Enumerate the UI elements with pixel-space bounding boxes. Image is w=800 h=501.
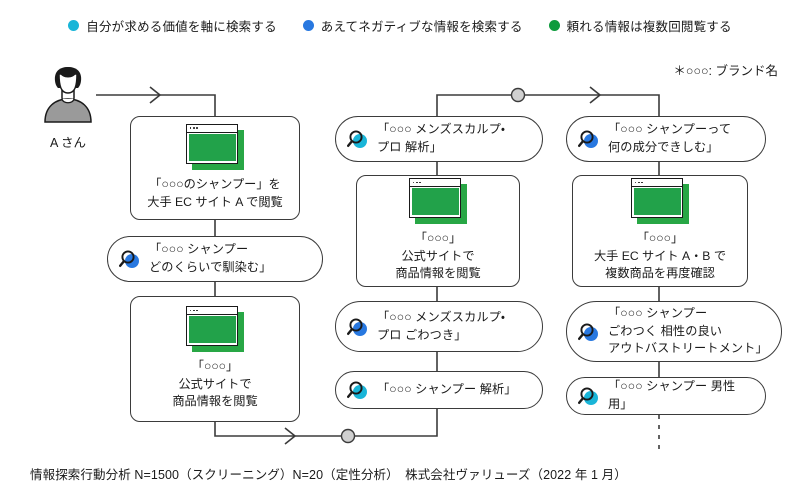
- node-circle-top: [510, 87, 526, 103]
- node-label: 「○○○のシャンプー」を 大手 EC サイト A で閲覧: [147, 176, 283, 209]
- legend-label-2: 頼れる情報は複数回閲覧する: [566, 20, 732, 34]
- legend-item-2: 頼れる情報は複数回閲覧する: [548, 16, 732, 35]
- node-search-what-ingredient-kishimu[interactable]: 「○○○ シャンプーって 何の成分できしむ」: [566, 116, 766, 162]
- node-label: 「○○○ シャンプー 男性用」: [608, 379, 736, 411]
- brand-note: ＊○○○: ブランド名: [673, 64, 778, 78]
- connector-avatar-to-col1: [96, 94, 216, 116]
- node-label: 「○○○ メンズスカルプ・ プロ 解析」: [377, 122, 506, 154]
- legend: 自分が求める価値を軸に検索する あえてネガティブな情報を検索する 頼れる情報は複…: [0, 16, 800, 35]
- magnifier-icon: [347, 129, 369, 149]
- avatar-person-icon: [44, 67, 92, 123]
- node-label: 「○○○ シャンプーって 何の成分できしむ」: [608, 122, 732, 154]
- node-browse-ec-site-a[interactable]: 「○○○のシャンプー」を 大手 EC サイト A で閲覧: [130, 116, 300, 220]
- magnifier-icon: [347, 317, 369, 337]
- browser-window-icon: [186, 123, 244, 170]
- magnifier-icon: [119, 249, 141, 269]
- node-label: 「○○○ シャンプー ごわつく 相性の良い アウトバストリートメント」: [608, 305, 768, 356]
- node-label: 「○○○」 公式サイトで 商品情報を閲覧: [172, 358, 258, 409]
- node-browse-official-site-2[interactable]: 「○○○」 公式サイトで 商品情報を閲覧: [356, 175, 520, 287]
- connector-col2-to-col3: [436, 94, 660, 116]
- node-browse-official-site-1[interactable]: 「○○○」 公式サイトで 商品情報を閲覧: [130, 296, 300, 422]
- legend-label-1: あえてネガティブな情報を検索する: [320, 20, 523, 34]
- arrow-col2-to-col3: [589, 86, 602, 104]
- node-search-shampoo-kaiseki[interactable]: 「○○○ シャンプー 解析」: [335, 371, 543, 409]
- node-label: 「○○○ メンズスカルプ・ プロ ごわつき」: [377, 309, 506, 342]
- magnifier-icon: [578, 322, 600, 342]
- legend-item-0: 自分が求める価値を軸に検索する: [68, 16, 277, 35]
- node-search-outbath-treatment[interactable]: 「○○○ シャンプー ごわつく 相性の良い アウトバストリートメント」: [566, 301, 782, 362]
- legend-label-0: 自分が求める価値を軸に検索する: [86, 20, 277, 34]
- legend-dot-green: [548, 20, 560, 31]
- legend-dot-blue: [302, 20, 314, 31]
- persona-name: A さん: [49, 136, 87, 150]
- node-search-mens-scalp-pro-kaiseki[interactable]: 「○○○ メンズスカルプ・ プロ 解析」: [335, 116, 543, 162]
- node-search-shampoo-for-men[interactable]: 「○○○ シャンプー 男性用」: [566, 377, 766, 415]
- node-label: 「○○○ シャンプー どのくらいで馴染む」: [149, 242, 272, 274]
- arrow-col1-to-col2: [284, 427, 297, 445]
- node-label: 「○○○」 大手 EC サイト A・B で 複数商品を再度確認: [593, 230, 727, 281]
- magnifier-icon: [347, 380, 369, 400]
- arrow-avatar-to-col1: [149, 86, 162, 104]
- footer-source-note: 情報探索行動分析 N=1500（スクリーニング）N=20（定性分析） 株式会社ヴ…: [30, 468, 627, 482]
- node-search-mens-scalp-pro-gowatsuki[interactable]: 「○○○ メンズスカルプ・ プロ ごわつき」: [335, 301, 543, 352]
- magnifier-icon: [578, 386, 600, 406]
- node-circle-bottom: [340, 428, 356, 444]
- connector-col1-to-col2: [214, 422, 438, 437]
- browser-window-icon: [631, 177, 689, 224]
- persona-avatar: A さん: [32, 62, 104, 151]
- browser-window-icon: [409, 177, 467, 224]
- node-label: 「○○○ シャンプー 解析」: [377, 382, 517, 397]
- browser-window-icon: [186, 305, 244, 352]
- magnifier-icon: [578, 129, 600, 149]
- node-label: 「○○○」 公式サイトで 商品情報を閲覧: [395, 230, 481, 281]
- legend-dot-cyan: [68, 20, 80, 31]
- node-search-how-long-to-absorb[interactable]: 「○○○ シャンプー どのくらいで馴染む」: [107, 236, 323, 282]
- node-recheck-ec-sites-ab[interactable]: 「○○○」 大手 EC サイト A・B で 複数商品を再度確認: [572, 175, 748, 287]
- legend-item-1: あえてネガティブな情報を検索する: [302, 16, 523, 35]
